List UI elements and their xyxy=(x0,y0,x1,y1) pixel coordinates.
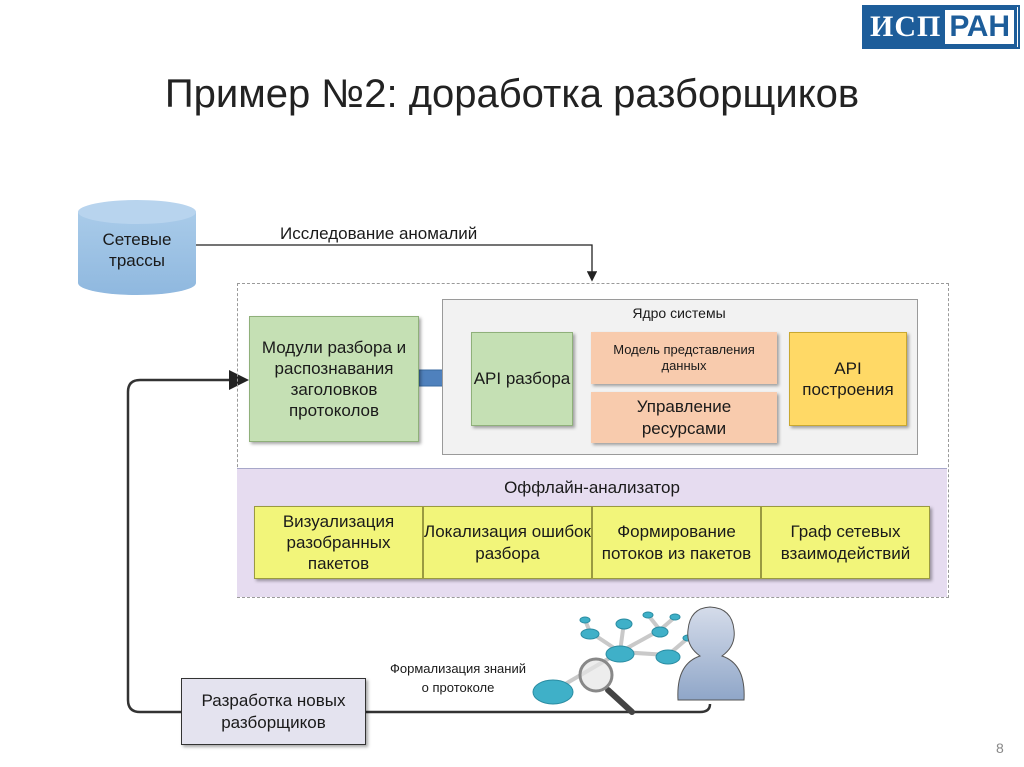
system-container xyxy=(237,283,949,598)
network-traces-db: Сетевые трассы xyxy=(102,229,172,270)
user-icon xyxy=(677,606,745,701)
offline-tool-visualization: Визуализация разобранных пакетов xyxy=(254,506,423,579)
ispras-logo: ИСП РАН xyxy=(862,5,1020,49)
api-build-box: API построения xyxy=(789,332,907,426)
anomaly-arrow xyxy=(196,244,598,282)
system-core-label: Ядро системы xyxy=(632,305,726,321)
data-model-box: Модель представления данных xyxy=(591,332,777,384)
logo-part-1: ИСП xyxy=(864,7,946,47)
new-parsers-box: Разработка новых разборщиков xyxy=(181,678,366,745)
offline-tool-interaction-graph: Граф сетевых взаимодействий xyxy=(761,506,930,579)
offline-tools-row: Визуализация разобранных пакетов Локализ… xyxy=(254,506,930,579)
database-cylinder-icon xyxy=(78,200,196,295)
formalization-label: Формализация знаний о протоколе xyxy=(390,661,526,695)
offline-analyzer-label: Оффлайн-анализатор xyxy=(504,478,680,497)
offline-tool-error-localization: Локализация ошибок разбора xyxy=(423,506,592,579)
parsing-modules-box: Модули разбора и распознавания заголовко… xyxy=(249,316,419,442)
anomaly-label: Исследование аномалий xyxy=(280,224,478,243)
resource-management-box: Управление ресурсами xyxy=(591,392,777,443)
page-number: 8 xyxy=(996,740,1004,756)
logo-part-2: РАН xyxy=(945,7,1018,47)
slide-title: Пример №2: доработка разборщиков xyxy=(164,72,860,116)
network-tree-icon xyxy=(532,611,694,705)
api-parse-box: API разбора xyxy=(471,332,573,426)
feedback-loop-arrow xyxy=(126,370,712,714)
magnifier-icon xyxy=(578,657,635,715)
offline-tool-flow-forming: Формирование потоков из пакетов xyxy=(592,506,761,579)
